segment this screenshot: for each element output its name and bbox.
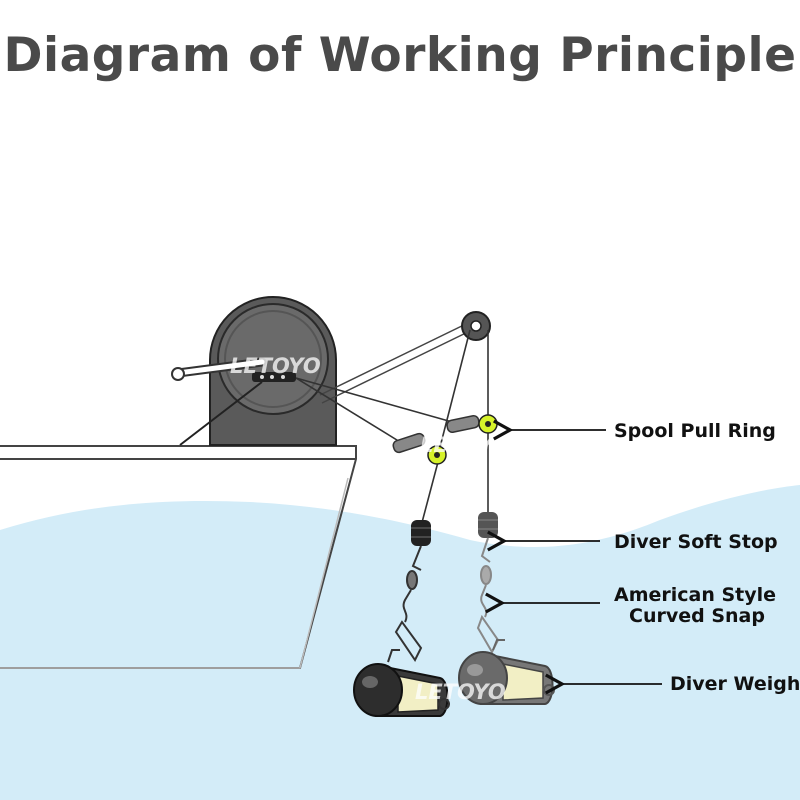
callout-arrows <box>485 419 662 695</box>
release-clip-right <box>446 414 498 434</box>
soft-stop-left <box>411 520 431 546</box>
watermark-logo-3: LETOYO <box>415 680 506 704</box>
water-surface <box>0 485 800 800</box>
label-snap-line1: American Style <box>614 584 776 606</box>
watermark-logo-2: LETOYO <box>420 433 511 457</box>
release-clip-left <box>392 432 447 465</box>
diagram-title: Diagram of Working Principle <box>3 28 797 83</box>
soft-stop-right <box>478 512 498 538</box>
diver-weight-right <box>458 639 555 705</box>
diver-weight-left <box>353 649 450 717</box>
boom-arm <box>319 311 491 404</box>
watermark-logo-1: LETOYO <box>230 354 321 378</box>
label-snap-line2: Curved Snap <box>629 605 765 627</box>
downrigger-reel <box>179 296 337 446</box>
label-spool-pull-ring: Spool Pull Ring <box>614 420 776 442</box>
crank-handle <box>171 357 267 381</box>
label-diver-weight: Diver Weight <box>670 673 800 695</box>
snap-right <box>476 537 500 655</box>
snap-left <box>394 545 423 662</box>
fishing-lines <box>295 329 489 531</box>
label-diver-soft-stop: Diver Soft Stop <box>614 531 778 553</box>
